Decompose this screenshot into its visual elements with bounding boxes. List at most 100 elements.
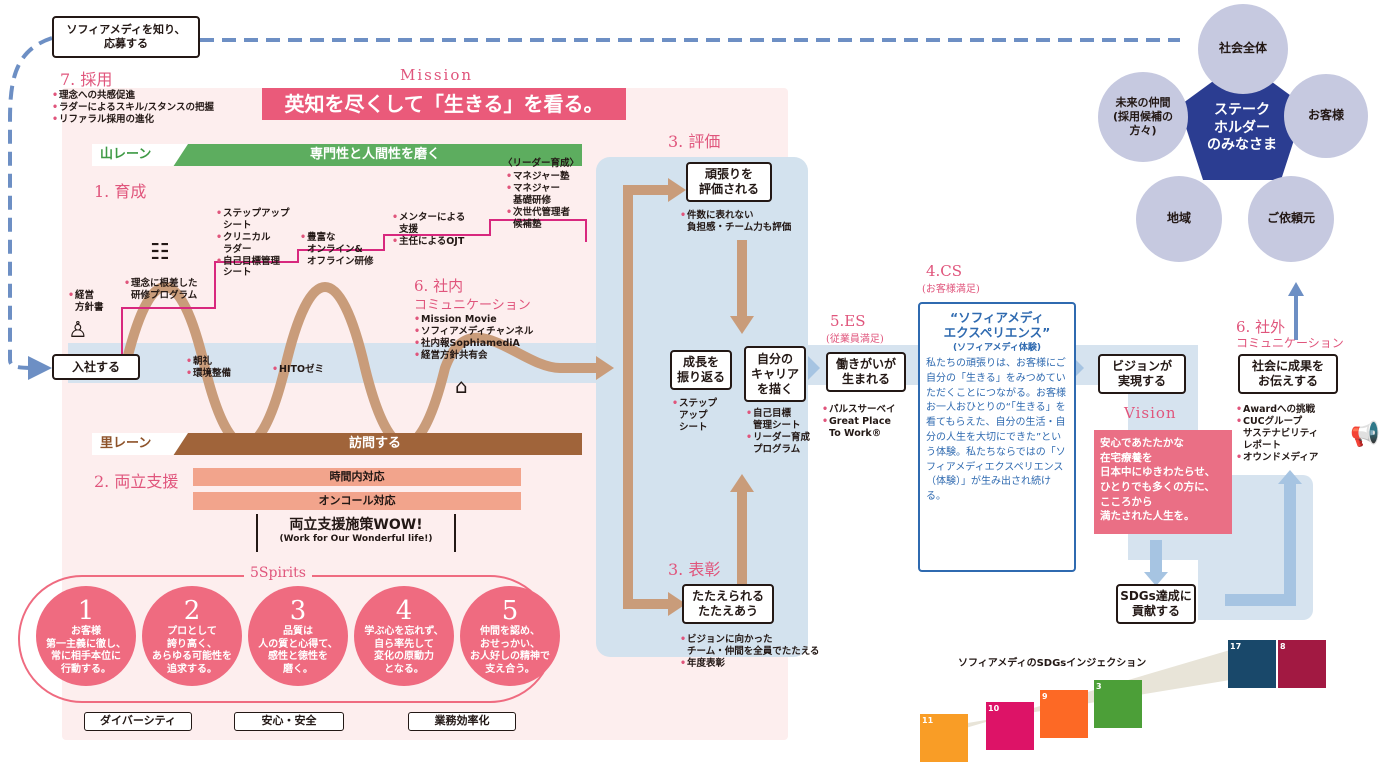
support-bar-2: オンコール対応 — [193, 492, 521, 510]
cs-sub: (お客様満足) — [922, 284, 980, 295]
hyoka-title: 3. 評価 — [668, 132, 721, 151]
yama-lane-text: 専門性と人間性を磨く — [309, 147, 440, 162]
wow-sub: (Work for Our Wonderful life!) — [279, 534, 433, 544]
list-item: 経営方針共有会 — [414, 350, 533, 362]
career-box: 自分の キャリア を描く — [744, 346, 806, 402]
list-item: クリニカル ラダー — [216, 232, 290, 256]
seicho-list: ステップ アップ シート — [672, 398, 717, 434]
megaphone-icon: 📢 — [1350, 420, 1380, 448]
sato-lane-bar — [92, 433, 582, 455]
seicho-box: 成長を 振り返る — [670, 350, 732, 390]
wave-items-b: HITOゼミ — [272, 364, 324, 376]
cs-title: 4.CS — [926, 262, 963, 280]
cs-head: “ソフィアメディ エクスペリエンス” — [943, 310, 1051, 340]
spirit-text: プロとして 誇り高く、 あらゆる可能性を 追求する。 — [152, 626, 232, 675]
ikusei-step-1: 経営 方針書 — [68, 290, 104, 314]
mission-text: 英知を尽くして「生きる」を看る。 — [262, 88, 626, 120]
list-item: 豊富な オンライン& オフライン研修 — [300, 232, 374, 268]
list-item: マネジャー塾 — [506, 171, 570, 183]
hyosho-list: ビジョンに向かった チーム・仲間を全員でたたえる 年度表彰 — [680, 634, 819, 670]
ryoritsu-title: 2. 両立支援 — [94, 472, 179, 491]
sdg-goal-icon: 11 — [920, 714, 968, 762]
ikusei-step-4: 豊富な オンライン& オフライン研修 — [300, 232, 374, 268]
ikusei-step-5: メンターによる 支援 主任によるOJT — [392, 212, 465, 248]
foot-efficiency: 業務効率化 — [408, 712, 516, 731]
sdg-goal-icon: 3 — [1094, 680, 1142, 728]
list-item: 次世代管理者 候補塾 — [506, 207, 570, 231]
list-item: パルスサーベイ — [822, 404, 896, 416]
cs-body: 私たちの頑張りは、お客様にご自分の「生きる」をみつめていただくことにつながる。お… — [926, 358, 1066, 503]
list-item: 自己目標 管理シート — [746, 408, 810, 432]
sato-lane-tag: 里レーン — [92, 433, 188, 455]
list-item: 件数に表れない 負担感・チーム力も評価 — [680, 210, 791, 234]
shagai-box: 社会に成果を お伝えする — [1238, 354, 1338, 394]
mission-label: Mission — [400, 66, 474, 84]
list-item: 主任によるOJT — [392, 236, 465, 248]
home-visit-icon: ⌂ — [455, 374, 468, 398]
spirit-num: 3 — [289, 596, 307, 626]
sdg-goal-icon: 17 — [1228, 640, 1276, 688]
hyoka-list: 件数に表れない 負担感・チーム力も評価 — [680, 210, 791, 234]
meeting-icon: ☷ — [150, 240, 170, 265]
sdgs-box: SDGs達成に 貢献する — [1116, 584, 1196, 624]
shagai-sub: コミュニケーション — [1236, 336, 1344, 350]
shanai-title: 6. 社内 — [414, 277, 464, 295]
spirit-num: 4 — [395, 596, 413, 626]
wave-items-a: 朝礼 環境整備 — [186, 356, 231, 380]
list-item: ステップ アップ シート — [672, 398, 717, 434]
foot-safety: 安心・安全 — [234, 712, 344, 731]
list-item: 経営 方針書 — [68, 290, 104, 314]
list-item: ラダーによるスキル/スタンスの把握 — [52, 102, 214, 114]
spirit-num: 5 — [501, 596, 519, 626]
sdg-num: 3 — [1096, 682, 1102, 691]
sdg-goal-icon: 10 — [986, 702, 1034, 750]
wow-box: 両立支援施策WOW! (Work for Our Wonderful life!… — [256, 514, 456, 552]
sdg-num: 11 — [922, 716, 934, 725]
list-item: マネジャー 基礎研修 — [506, 183, 570, 207]
recruit-list: 理念への共感促進 ラダーによるスキル/スタンスの把握 リファラル採用の進化 — [52, 90, 214, 126]
sdg-num: 8 — [1280, 642, 1286, 651]
es-box: 働きがいが 生まれる — [826, 352, 906, 392]
sdg-num: 9 — [1042, 692, 1048, 701]
list-item: 朝礼 — [186, 356, 231, 368]
list-item: メンターによる 支援 — [392, 212, 465, 236]
shagai-title: 6. 社外 — [1236, 318, 1286, 336]
sdg-num: 10 — [988, 704, 1000, 713]
sdg-title: ソフィアメディのSDGsインジェクション — [958, 658, 1147, 669]
sato-lane-text: 訪問する — [348, 436, 401, 451]
career-list: 自己目標 管理シート リーダー育成 プログラム — [746, 408, 810, 456]
list-item: 自己目標管理 シート — [216, 256, 290, 280]
yama-lane-tag: 山レーン — [92, 144, 188, 166]
support-bar-1: 時間内対応 — [193, 468, 521, 486]
person-icon: ♙ — [68, 318, 88, 343]
spirit-text: 品質は 人の質と心得て、 感性と徳性を 磨く。 — [258, 626, 338, 675]
list-item: Great Place To Work® — [822, 416, 896, 440]
list-item: ソフィアメディチャンネル — [414, 326, 533, 338]
ikusei-step-6: マネジャー塾 マネジャー 基礎研修 次世代管理者 候補塾 — [506, 171, 570, 230]
hyoka-box: 頑張りを 評価される — [686, 162, 772, 202]
stakeholder-client: ご依頼元 — [1248, 176, 1334, 262]
list-item: 年度表彰 — [680, 658, 819, 670]
spirit-num: 2 — [183, 596, 201, 626]
spirit-num: 1 — [77, 596, 95, 626]
spirit-text: 仲間を認め、 おせっかい、 お人好しの精神で 支え合う。 — [470, 626, 550, 675]
list-item: CUCグループ サステナビリティ レポート — [1236, 416, 1318, 452]
hyosho-box: たたえられる たたえあう — [682, 584, 774, 624]
recruit-title: 7. 採用 — [60, 70, 113, 89]
stakeholder-future: 未来の仲間 (採用候補の 方々) — [1098, 72, 1188, 162]
vision-box: ビジョンが 実現する — [1098, 354, 1186, 394]
list-item: 社内報SophiamediA — [414, 338, 533, 350]
ikusei-step-3: ステップアップ シート クリニカル ラダー 自己目標管理 シート — [216, 208, 290, 279]
ikusei-step-2: 理念に根差した 研修プログラム — [124, 278, 198, 302]
list-item: 理念に根差した 研修プログラム — [124, 278, 198, 302]
shagai-list: Awardへの挑戦 CUCグループ サステナビリティ レポート オウンドメディア — [1236, 404, 1318, 463]
ikusei-title: 1. 育成 — [94, 182, 147, 201]
sdg-num: 17 — [1230, 642, 1242, 651]
vision-label: Vision — [1124, 404, 1177, 422]
es-list: パルスサーベイ Great Place To Work® — [822, 404, 896, 440]
list-item: ステップアップ シート — [216, 208, 290, 232]
